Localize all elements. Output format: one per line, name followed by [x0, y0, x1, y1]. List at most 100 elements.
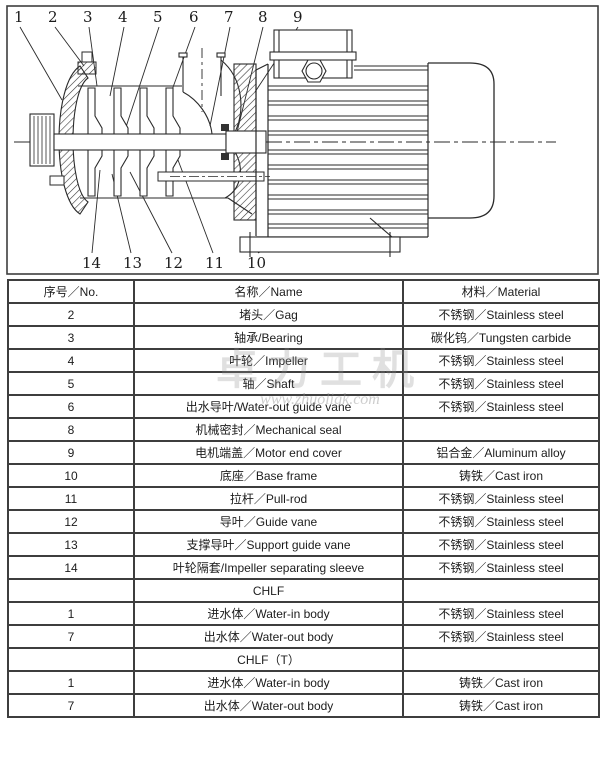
callout-7: 7 — [224, 8, 234, 26]
name-cell: 进水体／Water-in body — [133, 670, 404, 695]
no-cell: 7 — [7, 693, 135, 718]
material-cell: 不锈钢／Stainless steel — [402, 371, 600, 396]
name-cell: CHLF（T） — [133, 647, 404, 672]
motor-end-cap — [428, 62, 495, 219]
callout-8: 8 — [258, 8, 268, 26]
material-cell: 不锈钢／Stainless steel — [402, 509, 600, 534]
motor — [239, 29, 495, 257]
name-cell: 轴／Shaft — [133, 371, 404, 396]
name-cell: 电机端盖／Motor end cover — [133, 440, 404, 465]
header-no: 序号／No. — [7, 279, 135, 304]
callout-1: 1 — [14, 8, 24, 26]
callouts-bottom: 14 13 12 11 10 — [82, 254, 266, 272]
header-material: 材料／Material — [402, 279, 600, 304]
material-cell: 碳化钨／Tungsten carbide — [402, 325, 600, 350]
table-row: CHLF — [7, 578, 600, 603]
pull-rod — [157, 171, 270, 182]
callout-13: 13 — [123, 254, 142, 272]
no-cell — [7, 578, 135, 603]
material-cell: 不锈钢／Stainless steel — [402, 555, 600, 580]
name-cell: 出水体／Water-out body — [133, 624, 404, 649]
no-cell: 5 — [7, 371, 135, 396]
callout-4: 4 — [118, 8, 128, 26]
callout-11: 11 — [205, 254, 224, 272]
terminal-box — [269, 29, 357, 83]
callout-9: 9 — [293, 8, 303, 26]
table-header-row: 序号／No. 名称／Name 材料／Material — [7, 279, 600, 304]
material-cell: 铸铁／Cast iron — [402, 463, 600, 488]
no-cell: 3 — [7, 325, 135, 350]
callout-6: 6 — [189, 8, 199, 26]
material-cell: 不锈钢／Stainless steel — [402, 302, 600, 327]
material-cell: 不锈钢／Stainless steel — [402, 624, 600, 649]
pump-stages — [78, 85, 228, 199]
callout-14: 14 — [82, 254, 101, 272]
no-cell: 12 — [7, 509, 135, 534]
name-cell: 进水体／Water-in body — [133, 601, 404, 626]
no-cell: 9 — [7, 440, 135, 465]
name-cell: 拉杆／Pull-rod — [133, 486, 404, 511]
material-cell: 不锈钢／Stainless steel — [402, 601, 600, 626]
no-cell: 6 — [7, 394, 135, 419]
no-cell: 14 — [7, 555, 135, 580]
name-cell: 出水导叶/Water-out guide vane — [133, 394, 404, 419]
gag-plug — [81, 51, 93, 63]
table-row: CHLF（T） — [7, 647, 600, 672]
material-cell: 不锈钢／Stainless steel — [402, 486, 600, 511]
material-cell — [402, 417, 600, 442]
name-cell: 出水体／Water-out body — [133, 693, 404, 718]
callout-3: 3 — [83, 8, 93, 26]
material-cell: 不锈钢／Stainless steel — [402, 348, 600, 373]
material-cell: 不锈钢／Stainless steel — [402, 394, 600, 419]
material-cell: 铸铁／Cast iron — [402, 693, 600, 718]
no-cell: 8 — [7, 417, 135, 442]
no-cell: 1 — [7, 670, 135, 695]
pump-cross-section-drawing: 1 2 3 4 5 6 7 8 9 14 13 12 11 10 — [6, 5, 599, 275]
diagram-border — [6, 5, 599, 275]
no-cell: 11 — [7, 486, 135, 511]
no-cell: 13 — [7, 532, 135, 557]
pump-diagram: 1 2 3 4 5 6 7 8 9 14 13 12 11 10 — [0, 0, 606, 277]
no-cell: 2 — [7, 302, 135, 327]
mechanical-seal — [221, 124, 229, 131]
callout-2: 2 — [48, 8, 58, 26]
callout-10: 10 — [247, 254, 266, 272]
water-in-body — [29, 51, 97, 215]
no-cell: 1 — [7, 601, 135, 626]
name-cell: 轴承/Bearing — [133, 325, 404, 350]
name-cell: 底座／Base frame — [133, 463, 404, 488]
material-cell: 不锈钢／Stainless steel — [402, 532, 600, 557]
header-name: 名称／Name — [133, 279, 404, 304]
no-cell: 7 — [7, 624, 135, 649]
material-cell — [402, 578, 600, 603]
name-cell: 支撑导叶／Support guide vane — [133, 532, 404, 557]
no-cell: 4 — [7, 348, 135, 373]
callout-12: 12 — [164, 254, 183, 272]
material-cell — [402, 647, 600, 672]
name-cell: 导叶／Guide vane — [133, 509, 404, 534]
callout-5: 5 — [153, 8, 163, 26]
callouts-top: 1 2 3 4 5 6 7 8 9 — [14, 8, 303, 26]
material-cell: 铝合金／Aluminum alloy — [402, 440, 600, 465]
name-cell: 叶轮隔套/Impeller separating sleeve — [133, 555, 404, 580]
no-cell — [7, 647, 135, 672]
name-cell: 机械密封／Mechanical seal — [133, 417, 404, 442]
